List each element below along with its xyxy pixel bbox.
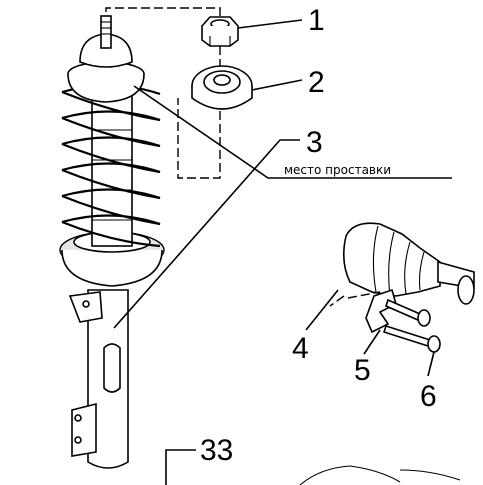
leader-4	[305, 289, 339, 331]
leader-3	[113, 139, 300, 329]
leader-2	[251, 79, 303, 91]
clip-plate-icon	[347, 288, 397, 334]
coil-spring-icon	[61, 84, 161, 248]
strut-top-dome	[79, 33, 133, 68]
callout-2: 2	[308, 66, 325, 99]
spacer-location-label: место проставки	[284, 163, 391, 177]
leader-33	[165, 449, 196, 485]
leader-spacer	[133, 85, 452, 179]
callout-3: 3	[306, 126, 323, 159]
callout-4: 4	[292, 332, 309, 365]
piston-rod	[100, 15, 112, 49]
leader-5	[363, 329, 381, 355]
strut-slot	[103, 343, 121, 393]
leader-1	[237, 19, 303, 29]
callout-5: 5	[354, 354, 371, 387]
cv-joint-boot-icon	[329, 222, 475, 307]
strut-top-mount-icon	[191, 65, 253, 110]
strut-bracket	[71, 402, 97, 457]
callout-1: 1	[308, 4, 325, 37]
bolt-icon	[382, 298, 441, 353]
hex-nut-icon	[200, 16, 240, 47]
damper-body	[91, 95, 133, 247]
callout-6: 6	[420, 380, 437, 413]
strut-assembly	[59, 15, 165, 469]
partial-part-33	[299, 465, 401, 485]
leader-6	[427, 351, 435, 377]
callout-33: 33	[200, 434, 233, 467]
